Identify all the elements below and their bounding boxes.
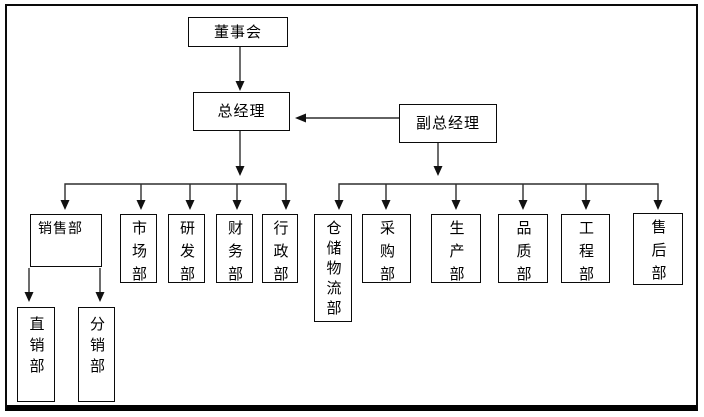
node-label: 财务部 xyxy=(226,220,244,289)
branch-line-left xyxy=(64,183,287,201)
arrowhead-warehouse xyxy=(334,200,344,210)
node-label: 工程部 xyxy=(577,220,595,289)
node-label: 总经理 xyxy=(217,102,266,120)
node-finance-dept: 财务部 xyxy=(216,214,253,289)
arrowhead-sales xyxy=(60,200,70,210)
node-marketing-dept: 市场部 xyxy=(120,214,157,289)
arrowhead-admin xyxy=(281,200,291,210)
node-label: 生产部 xyxy=(447,220,466,289)
arrowhead-gm-down xyxy=(235,166,245,176)
arrowhead-aftersales xyxy=(653,200,663,210)
node-deputy-general-manager: 副总经理 xyxy=(399,104,497,143)
node-engineering-dept: 工程部 xyxy=(561,214,610,289)
arrowhead-finance xyxy=(232,200,242,210)
node-label: 分销部 xyxy=(88,316,106,379)
node-label: 采购部 xyxy=(378,220,396,289)
arrowhead-board-to-gm xyxy=(235,81,245,91)
node-production-dept: 生产部 xyxy=(431,214,481,289)
arrowhead-dgm-to-gm xyxy=(295,113,306,123)
node-distribution-dept: 分销部 xyxy=(78,307,115,402)
node-label: 品质部 xyxy=(514,220,533,289)
node-general-manager: 总经理 xyxy=(193,92,290,131)
arrowhead-quality xyxy=(518,200,528,210)
node-admin-dept: 行政部 xyxy=(262,214,298,289)
node-label: 副总经理 xyxy=(415,114,480,132)
arrowhead-dgm-down xyxy=(433,166,443,176)
node-rnd-dept: 研发部 xyxy=(168,214,205,289)
node-sales-dept: 销售部 xyxy=(30,214,102,267)
node-label: 董事会 xyxy=(213,22,262,41)
arrowhead-direct xyxy=(24,292,34,302)
outer-frame xyxy=(5,4,698,411)
node-purchasing-dept: 采购部 xyxy=(362,214,411,289)
node-label: 行政部 xyxy=(271,220,290,289)
node-label: 研发部 xyxy=(178,220,196,289)
arrowhead-marketing xyxy=(136,200,146,210)
node-label: 市场部 xyxy=(130,220,148,289)
arrowhead-engineering xyxy=(581,200,591,210)
branch-line-right xyxy=(338,183,659,201)
arrowhead-production xyxy=(451,200,461,210)
node-label: 售后部 xyxy=(649,219,668,288)
node-quality-dept: 品质部 xyxy=(498,214,548,289)
node-warehouse-logistics-dept: 仓储物流部 xyxy=(314,214,352,322)
node-label: 仓储物流部 xyxy=(324,220,343,320)
node-label: 直销部 xyxy=(27,316,46,379)
node-direct-sales-dept: 直销部 xyxy=(17,307,55,402)
node-board-of-directors: 董事会 xyxy=(188,17,288,47)
arrowhead-rnd xyxy=(185,200,195,210)
node-label: 销售部 xyxy=(38,221,83,237)
arrowhead-dist xyxy=(95,292,105,302)
node-after-sales-dept: 售后部 xyxy=(633,213,683,288)
arrowhead-purchasing xyxy=(381,200,391,210)
